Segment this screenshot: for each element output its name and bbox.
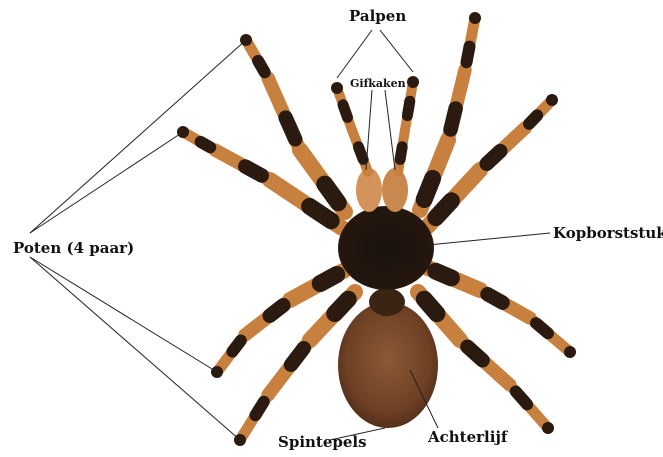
leg-right-2-band (436, 201, 452, 218)
leader-kopborststuk (428, 233, 550, 245)
leader-gifkaken-right (385, 90, 395, 170)
leg-right-3-band (536, 323, 548, 333)
label-kopborststuk: Kopborststuk (553, 224, 663, 242)
palp-left-band (343, 105, 348, 118)
leader-poten-leg1 (30, 40, 246, 233)
leg-right-1-band (424, 179, 432, 200)
leg-left-2-band (245, 167, 262, 176)
leg-right-3-tip (564, 346, 576, 358)
abdomen-shape (338, 302, 438, 428)
leg-right-2-tip (546, 94, 558, 106)
leader-palpen-left (337, 30, 372, 78)
leg-left-1-band (325, 184, 339, 203)
label-gifkaken: Gifkaken (350, 77, 406, 90)
leg-right-1-band (467, 47, 470, 63)
leg-left-1 (240, 34, 345, 212)
leg-right-1-band (451, 109, 456, 130)
leg-left-2-band (201, 142, 211, 147)
palp-right-band (400, 147, 402, 160)
leg-right-3-band (436, 271, 452, 278)
leg-right-4-band (424, 299, 437, 313)
leg-left-1-band (258, 61, 265, 72)
leg-left-3-band (232, 341, 240, 352)
cephalothorax-shape (338, 206, 434, 290)
label-palpen: Palpen (349, 7, 406, 25)
palp-left-tip (331, 82, 343, 94)
leg-right-1-tip (469, 12, 481, 24)
leader-lines (30, 30, 550, 440)
palp-right-tip (407, 76, 419, 88)
leg-left-4-band (255, 402, 263, 416)
leg-left-3-band (320, 275, 337, 284)
leader-palpen-right (380, 30, 413, 72)
leg-right-4-band (468, 347, 483, 361)
palp-left (331, 82, 368, 172)
leg-right-2-band (529, 115, 537, 123)
leader-poten-leg2 (30, 132, 183, 233)
label-poten: Poten (4 paar) (13, 239, 134, 257)
leg-left-3-band (270, 305, 284, 316)
leader-poten-leg4 (30, 257, 240, 440)
leg-left-4-band (335, 299, 349, 313)
leg-left-2-band (310, 206, 332, 220)
leg-left-1-band (286, 118, 296, 140)
label-spintepels: Spintepels (278, 433, 367, 451)
leader-poten-leg3 (30, 257, 217, 372)
leg-right-2-band (487, 151, 501, 164)
leg-left-4 (234, 292, 355, 446)
label-achterlijf: Achterlijf (428, 428, 507, 446)
leg-left-4-band (291, 348, 304, 365)
palp-right-band (407, 101, 409, 115)
leader-gifkaken-left (366, 90, 372, 170)
leg-right-3-band (488, 294, 503, 302)
leg-right-4-band (516, 391, 527, 404)
leg-right-3 (428, 268, 576, 358)
palps-group (331, 76, 419, 172)
pedicel-shape (369, 288, 405, 316)
leg-right-4-tip (542, 422, 554, 434)
palp-right (398, 76, 419, 172)
palp-left-band (358, 147, 363, 160)
